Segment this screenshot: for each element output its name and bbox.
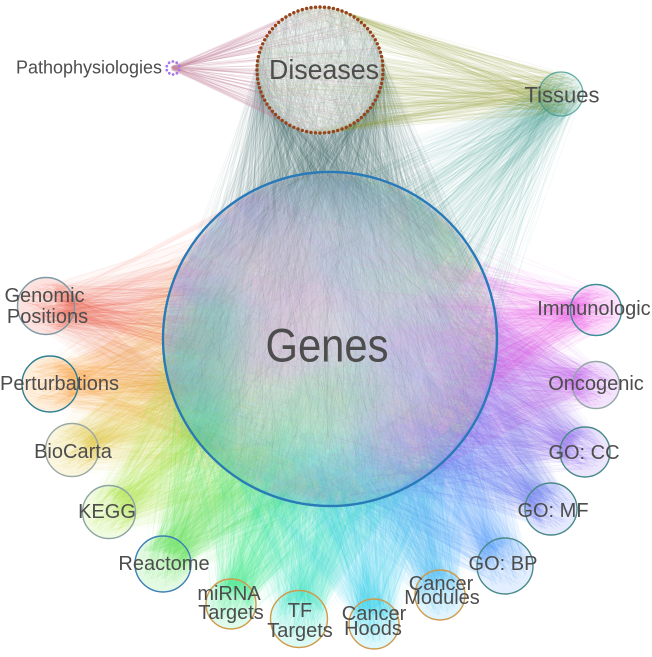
svg-text:Immunologic: Immunologic xyxy=(537,298,650,320)
svg-text:Oncogenic: Oncogenic xyxy=(548,373,644,395)
svg-text:Genes: Genes xyxy=(266,319,389,372)
svg-text:BioCarta: BioCarta xyxy=(34,441,113,463)
svg-text:Perturbations: Perturbations xyxy=(0,373,119,395)
svg-text:Cancer: Cancer xyxy=(409,573,474,595)
svg-text:Cancer: Cancer xyxy=(342,603,407,625)
svg-text:Tissues: Tissues xyxy=(525,83,600,108)
svg-text:KEGG: KEGG xyxy=(78,501,136,523)
svg-text:miRNA: miRNA xyxy=(197,583,261,605)
svg-text:Genomic: Genomic xyxy=(4,285,84,307)
svg-text:GO: CC: GO: CC xyxy=(548,442,619,464)
svg-text:GO: BP: GO: BP xyxy=(469,553,538,575)
svg-text:Targets: Targets xyxy=(198,602,264,624)
svg-text:Targets: Targets xyxy=(267,620,333,642)
svg-text:Pathophysiologies: Pathophysiologies xyxy=(16,57,162,77)
svg-text:Diseases: Diseases xyxy=(269,54,379,85)
svg-text:Reactome: Reactome xyxy=(118,553,209,575)
svg-text:TF: TF xyxy=(288,600,312,622)
svg-text:Positions: Positions xyxy=(7,306,88,328)
svg-text:Modules: Modules xyxy=(404,587,480,609)
svg-text:GO: MF: GO: MF xyxy=(517,500,588,522)
svg-text:Hoods: Hoods xyxy=(344,618,402,640)
